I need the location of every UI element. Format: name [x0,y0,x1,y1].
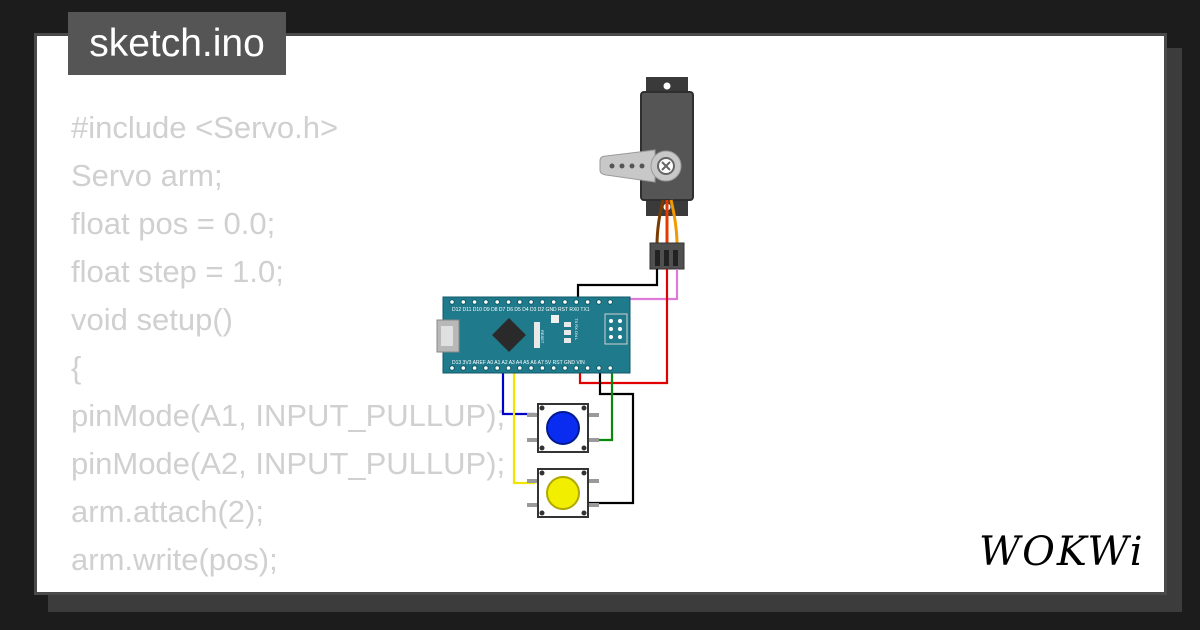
header-pin[interactable] [494,365,501,371]
wire-a1-blue-button [501,366,535,416]
header-pin[interactable] [607,365,614,371]
header-pin[interactable] [471,365,478,371]
header-pin[interactable] [539,299,546,305]
header-pin[interactable] [573,299,580,305]
wire-a2-yellow-button [512,366,535,485]
wokwi-logo-text: WOKWi [979,529,1145,575]
code-preview: #include <Servo.h> Servo arm; float pos = … [71,104,506,592]
bottom-pin-row [449,365,614,371]
wire-servo-power [578,269,669,385]
code-line: Servo arm; [71,158,223,193]
wire-servo-gnd [576,269,659,301]
header-pin[interactable] [596,365,602,371]
code-line: arm.attach(2); [71,494,264,529]
file-tab[interactable]: sketch.ino [68,12,286,75]
pushbutton-blue[interactable] [527,403,599,453]
code-line: float step = 1.0; [71,254,284,289]
wokwi-logo[interactable]: WOKWi [977,527,1149,575]
reset-button [551,315,559,323]
code-line: void setup() [71,302,233,337]
code-line: { [71,350,82,385]
led-labels: TX RX ON L [574,318,579,341]
header-pin[interactable] [607,299,614,305]
header-pin[interactable] [528,299,534,305]
header-pin[interactable] [505,299,512,305]
header-pin[interactable] [573,365,580,371]
header-pin[interactable] [517,365,523,371]
top-pin-row [449,299,614,305]
yellow-button-cap [546,476,580,510]
code-line: } [71,584,505,592]
servo-body [640,91,694,201]
header-pin[interactable] [528,365,534,371]
microcontroller-chip [492,318,526,352]
arduino-nano[interactable]: D12 D11 D10 D9 D8 D7 D6 D5 D4 D3 D2 GND … [436,296,631,374]
reset-label: RESET [540,330,545,344]
code-line: arm.write(pos); [71,542,278,577]
header-pin[interactable] [460,365,467,371]
header-pin[interactable] [449,365,455,371]
header-pin[interactable] [539,365,546,371]
frame-shadow-bottom [48,595,1182,612]
header-pin[interactable] [505,365,512,371]
header-pin[interactable] [562,365,568,371]
header-pin[interactable] [483,299,489,305]
bottom-pin-labels: D13 3V3 AREF A0 A1 A2 A3 A4 A5 A6 A7 5V … [452,360,585,366]
header-pin[interactable] [550,365,557,371]
code-line: #include <Servo.h> [71,110,339,145]
icsp-header [604,313,628,345]
header-pin[interactable] [494,299,501,305]
header-pin[interactable] [550,299,557,305]
code-line: float pos = 0.0; [71,206,276,241]
header-pin[interactable] [483,365,489,371]
servo-cable [649,199,685,270]
code-line: pinMode(A2, INPUT_PULLUP); [71,446,506,481]
header-pin[interactable] [584,299,591,305]
header-pin[interactable] [517,299,523,305]
frame-shadow-right [1167,48,1182,612]
header-pin[interactable] [562,299,568,305]
preview-card: #include <Servo.h> Servo arm; float pos = … [34,33,1167,595]
blue-button-cap [546,411,580,445]
header-pin[interactable] [449,299,455,305]
top-pin-labels: D12 D11 D10 D9 D8 D7 D6 D5 D4 D3 D2 GND … [452,307,590,313]
header-pin[interactable] [471,299,478,305]
header-pin[interactable] [460,299,467,305]
code-line: pinMode(A1, INPUT_PULLUP); [71,398,506,433]
header-pin[interactable] [596,299,602,305]
pushbutton-yellow[interactable] [527,468,599,518]
servo-motor[interactable] [599,77,694,216]
servo-horn [599,149,656,183]
header-pin[interactable] [584,365,591,371]
wire-gnd-buttons [589,366,635,505]
